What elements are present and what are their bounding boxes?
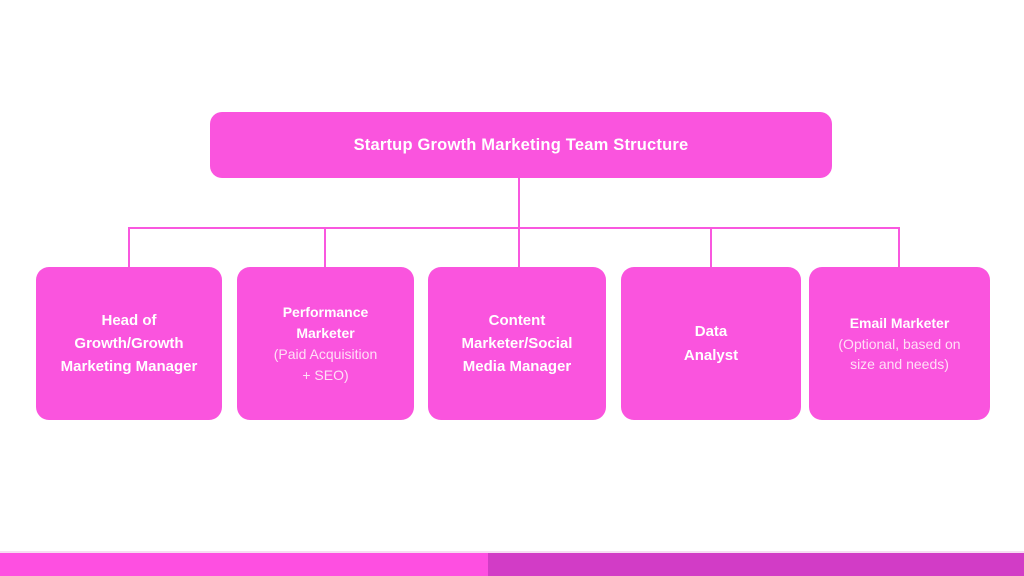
connector-root-drop — [518, 178, 520, 269]
node-data-analyst: Data Analyst — [621, 267, 801, 420]
connector-stub-node-5 — [898, 227, 900, 267]
node-label-email-marketer: Email Marketer — [849, 314, 950, 331]
node-label-content-marketer: Content Marketer/Social Media Manager — [461, 311, 573, 376]
root-node-team-structure: Startup Growth Marketing Team Structure — [210, 112, 832, 178]
footer-band-right-purple — [488, 553, 1024, 576]
node-content-marketer: Content Marketer/Social Media Manager — [428, 267, 606, 420]
node-sublabel-email-marketer: (Optional, based on size and needs) — [838, 335, 961, 372]
node-label-head-of-growth: Head of Growth/Growth Marketing Manager — [60, 311, 198, 376]
footer-band-left-pink — [0, 553, 488, 576]
node-label-data-analyst: Data Analyst — [683, 323, 739, 364]
node-label-performance-marketer: Performance Marketer — [282, 304, 369, 342]
footer-hairline — [0, 551, 1024, 553]
node-performance-marketer: Performance Marketer (Paid Acquisition +… — [237, 267, 414, 420]
connector-stub-node-4 — [710, 227, 712, 267]
node-sublabel-performance-marketer: (Paid Acquisition + SEO) — [273, 346, 378, 383]
connector-stub-node-2 — [324, 227, 326, 267]
chart-title: Startup Growth Marketing Team Structure — [353, 135, 689, 154]
connector-stub-node-1 — [128, 227, 130, 267]
connector-horizontal-rail — [128, 227, 900, 229]
node-email-marketer: Email Marketer (Optional, based on size … — [809, 267, 990, 420]
node-head-of-growth: Head of Growth/Growth Marketing Manager — [36, 267, 222, 420]
